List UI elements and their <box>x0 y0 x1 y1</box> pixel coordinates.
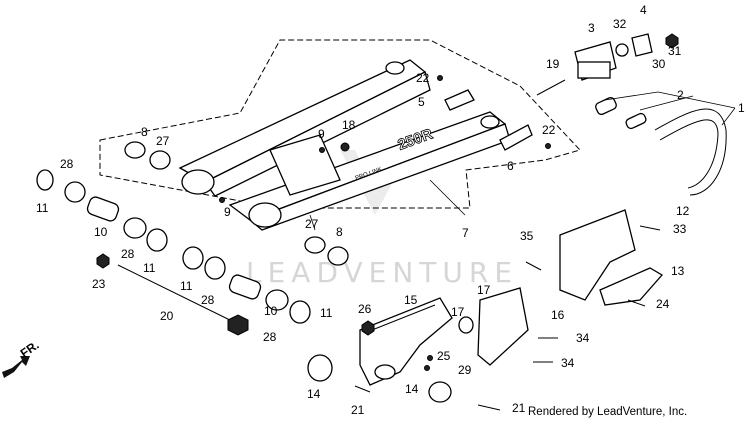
leader-lines <box>309 91 736 231</box>
callout-28d: 28 <box>263 330 277 344</box>
callout-16: 16 <box>551 308 565 322</box>
callout-6: 6 <box>507 159 514 173</box>
callout-35: 35 <box>520 229 534 243</box>
chain-slider-plate <box>477 287 529 366</box>
callout-34a: 34 <box>576 331 590 345</box>
watermark-text: LEADVENTURE <box>246 256 518 289</box>
fasteners <box>96 75 661 411</box>
chain-guard <box>359 297 453 386</box>
callout-10b: 10 <box>264 304 278 318</box>
callout-11c: 11 <box>180 279 193 293</box>
callout-22a: 22 <box>416 71 430 85</box>
render-credit: Rendered by LeadVenture, Inc. <box>528 406 688 418</box>
callout-28a: 28 <box>60 157 74 171</box>
callout-11b: 11 <box>143 261 156 275</box>
plate-6 <box>499 124 533 151</box>
callout-21a: 21 <box>351 403 365 417</box>
callout-8b: 8 <box>336 225 343 239</box>
drive-chain <box>654 108 727 196</box>
callout-18: 18 <box>342 118 356 132</box>
callout-29: 29 <box>458 363 472 377</box>
callout-31: 31 <box>668 44 682 58</box>
callout-4: 4 <box>640 3 647 17</box>
chain-guide <box>599 267 664 306</box>
callout-2: 2 <box>677 88 684 102</box>
callout-11d: 11 <box>320 306 333 320</box>
callout-25: 25 <box>437 349 451 363</box>
front-direction-indicator: FR. <box>2 338 42 378</box>
callout-30: 30 <box>652 57 666 71</box>
callout-5: 5 <box>418 95 425 109</box>
callout-9a: 9 <box>318 127 325 141</box>
bushings <box>36 141 474 403</box>
rear-guard <box>559 209 636 301</box>
plate-5 <box>444 89 475 111</box>
callout-23: 23 <box>92 277 106 291</box>
callout-10a: 10 <box>94 225 108 239</box>
callout-20: 20 <box>160 309 174 323</box>
callout-11a: 11 <box>36 201 49 215</box>
chain-master-link <box>595 97 647 130</box>
callout-7: 7 <box>462 226 469 240</box>
callout-27a: 27 <box>156 134 170 148</box>
callout-28c: 28 <box>201 293 215 307</box>
callout-22b: 22 <box>542 123 556 137</box>
callout-9b: 9 <box>224 205 231 219</box>
pivot-bolt <box>117 264 249 336</box>
callout-15: 15 <box>404 293 418 307</box>
callout-34b: 34 <box>561 356 575 370</box>
callout-13: 13 <box>671 264 685 278</box>
chain-adjuster <box>574 33 679 81</box>
callout-19: 19 <box>546 57 560 71</box>
callout-32: 32 <box>613 17 627 31</box>
callout-26: 26 <box>358 302 372 316</box>
callout-21b: 21 <box>512 401 526 415</box>
callout-17a: 17 <box>477 283 491 297</box>
callout-3: 3 <box>588 21 595 35</box>
callout-14b: 14 <box>405 382 419 396</box>
callout-17b: 17 <box>451 305 465 319</box>
callout-labels: 1 2 3 4 5 6 7 8 8 9 9 10 10 11 11 11 11 … <box>36 3 745 417</box>
callout-24: 24 <box>656 297 670 311</box>
callout-8a: 8 <box>141 125 148 139</box>
callout-14a: 14 <box>307 387 321 401</box>
callout-12: 12 <box>676 204 690 218</box>
callout-33: 33 <box>673 222 687 236</box>
swingarm: 250R PRO LINK <box>178 59 511 231</box>
callout-1: 1 <box>738 101 745 115</box>
callout-28b: 28 <box>121 247 135 261</box>
callout-27b: 27 <box>305 217 319 231</box>
